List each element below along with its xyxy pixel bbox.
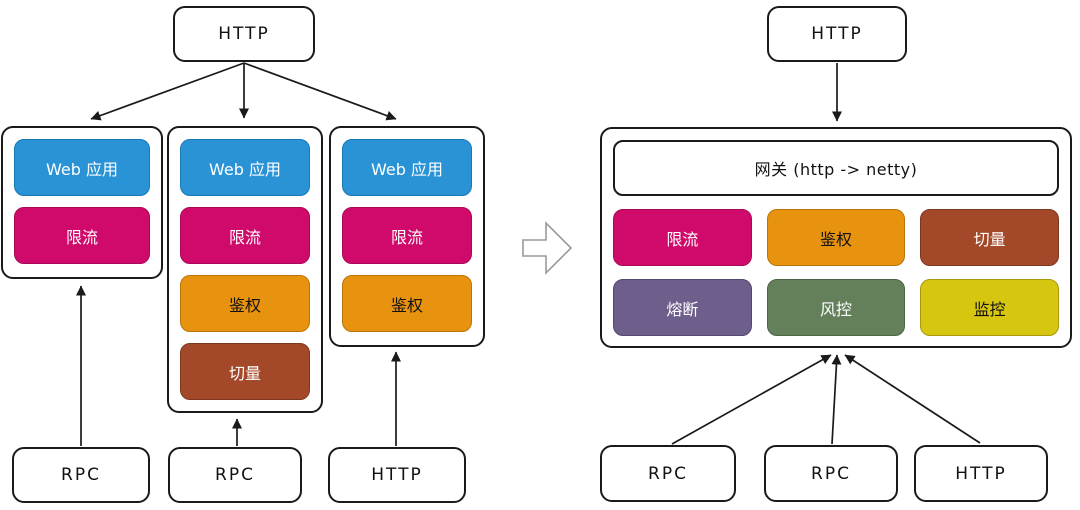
rate-limit-box: 限流 — [180, 207, 310, 264]
monitor-module: 监控 — [920, 279, 1059, 336]
right-rpc-client-node-2: RPC — [764, 445, 898, 502]
risk-control-module: 风控 — [766, 279, 906, 336]
auth-box: 鉴权 — [342, 275, 472, 332]
web-app-box: Web 应用 — [342, 139, 472, 196]
web-app-box: Web 应用 — [14, 139, 150, 196]
left-app-column-2: Web 应用 限流 鉴权 切量 — [167, 126, 323, 413]
auth-box: 鉴权 — [180, 275, 310, 332]
left-app-column-1: Web 应用 限流 — [1, 126, 163, 279]
traffic-cut-module: 切量 — [920, 209, 1059, 266]
circuit-break-module: 熔断 — [613, 279, 752, 336]
rate-limit-module: 限流 — [613, 209, 752, 266]
rate-limit-box: 限流 — [14, 207, 150, 264]
left-rpc-client-node-2: RPC — [168, 447, 302, 503]
traffic-cut-box: 切量 — [180, 343, 310, 400]
left-http-source-node: HTTP — [173, 6, 315, 62]
rate-limit-box: 限流 — [342, 207, 472, 264]
web-app-box: Web 应用 — [180, 139, 310, 196]
gateway-title: 网关 (http -> netty) — [613, 140, 1059, 196]
left-app-column-3: Web 应用 限流 鉴权 — [329, 126, 485, 347]
gateway-module-grid: 限流 鉴权 切量 熔断 风控 监控 — [613, 209, 1059, 336]
left-http-client-node: HTTP — [328, 447, 466, 503]
auth-module: 鉴权 — [766, 209, 906, 266]
right-rpc-client-node-1: RPC — [600, 445, 736, 502]
gateway-container: 网关 (http -> netty) 限流 鉴权 切量 熔断 风控 监控 — [600, 127, 1072, 348]
right-http-source-node: HTTP — [767, 6, 907, 62]
left-rpc-client-node-1: RPC — [12, 447, 150, 503]
right-http-client-node: HTTP — [914, 445, 1048, 502]
